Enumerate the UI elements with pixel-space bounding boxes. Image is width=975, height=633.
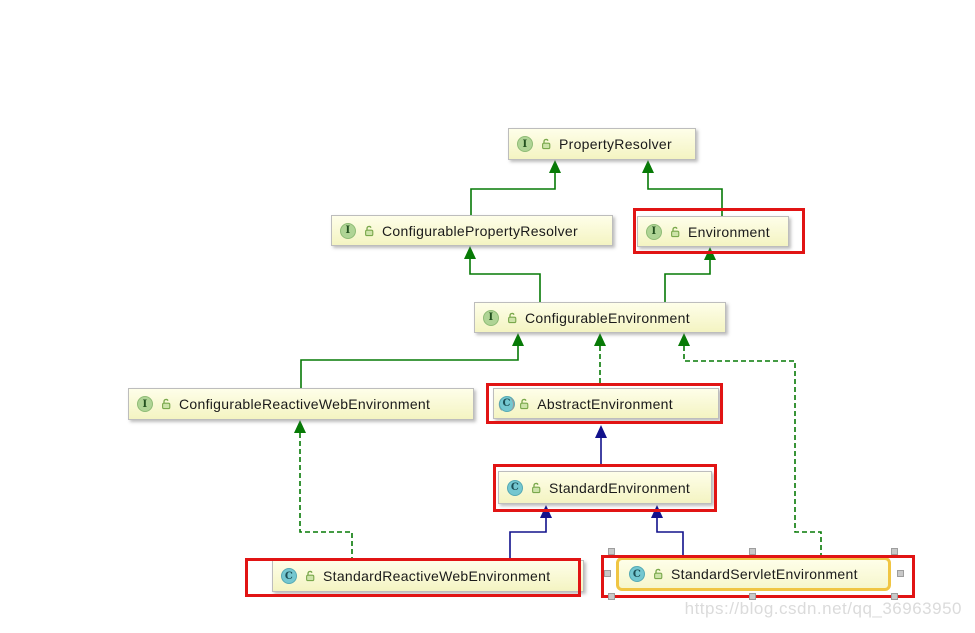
public-unlock-icon [671, 226, 680, 237]
arrowhead-icon [549, 160, 561, 173]
node-standardreactivewebenvironment[interactable]: C StandardReactiveWebEnvironment [272, 560, 584, 592]
interface-icon: I [137, 396, 153, 412]
arrowhead-icon [294, 420, 306, 433]
edge-configurableenvironment-extends-configurablepropertyresolver [469, 259, 541, 302]
class-icon: C [629, 566, 645, 582]
node-label: ConfigurablePropertyResolver [382, 222, 578, 239]
node-label: ConfigurableEnvironment [525, 309, 690, 326]
edge-standardreactivewebenvironment-extends-standardenvironment [509, 518, 547, 558]
edge-standardreactivewebenvironment-implements-configurablereactivewebenvironment [299, 433, 353, 558]
edge-configurablereactivewebenvironment-extends-configurableenvironment [300, 346, 519, 388]
node-standardservletenvironment[interactable]: C StandardServletEnvironment [616, 557, 891, 591]
selection-handle[interactable] [608, 593, 615, 600]
node-abstractenvironment[interactable]: (C) AbstractEnvironment [493, 388, 719, 419]
public-unlock-icon [508, 312, 517, 323]
node-configurableenvironment[interactable]: I ConfigurableEnvironment [474, 302, 726, 333]
public-unlock-icon [520, 398, 529, 409]
class-icon: C [507, 479, 523, 496]
edge-configurablepropertyresolver-extends-propertyresolver [470, 173, 556, 215]
abstract-class-icon: (C) [498, 395, 515, 412]
node-standardenvironment[interactable]: C StandardEnvironment [498, 471, 712, 504]
edge-configurableenvironment-extends-environment [664, 260, 711, 302]
node-propertyresolver[interactable]: I PropertyResolver [508, 128, 696, 160]
public-unlock-icon [306, 570, 315, 582]
public-unlock-icon [162, 398, 171, 410]
selection-handle[interactable] [891, 548, 898, 555]
interface-icon: I [483, 309, 499, 326]
arrowhead-icon [512, 333, 524, 346]
arrowhead-icon [595, 425, 607, 438]
interface-icon: I [646, 223, 662, 240]
arrowhead-icon [642, 160, 654, 173]
class-icon: C [281, 568, 297, 584]
csdn-watermark: https://blog.csdn.net/qq_36963950 [684, 599, 962, 618]
node-label: AbstractEnvironment [537, 395, 673, 412]
node-configurablereactivewebenvironment[interactable]: I ConfigurableReactiveWebEnvironment [128, 388, 474, 420]
arrowhead-icon [704, 247, 716, 260]
arrowhead-icon [678, 333, 690, 346]
selection-handle[interactable] [604, 570, 611, 577]
node-label: StandardEnvironment [549, 479, 691, 496]
node-configurablepropertyresolver[interactable]: I ConfigurablePropertyResolver [331, 215, 613, 246]
selection-handle[interactable] [608, 548, 615, 555]
node-label: ConfigurableReactiveWebEnvironment [179, 396, 431, 412]
public-unlock-icon [542, 138, 551, 150]
public-unlock-icon [654, 568, 663, 580]
edge-standardservletenvironment-extends-standardenvironment [656, 518, 684, 555]
edge-environment-extends-propertyresolver [647, 173, 723, 216]
node-environment[interactable]: I Environment [637, 216, 789, 247]
node-label: Environment [688, 223, 770, 240]
arrowhead-icon [464, 246, 476, 259]
selection-handle[interactable] [749, 548, 756, 555]
public-unlock-icon [532, 482, 541, 493]
arrowhead-icon [594, 333, 606, 346]
node-label: PropertyResolver [559, 136, 672, 152]
edge-standardservletenvironment-implements-configurableenvironment [683, 346, 822, 555]
selection-handle[interactable] [897, 570, 904, 577]
interface-icon: I [517, 136, 533, 152]
arrowhead-icon [540, 505, 552, 518]
interface-icon: I [340, 222, 356, 239]
node-label: StandardReactiveWebEnvironment [323, 568, 551, 584]
public-unlock-icon [365, 225, 374, 236]
node-label: StandardServletEnvironment [671, 566, 858, 582]
arrowhead-icon [651, 505, 663, 518]
